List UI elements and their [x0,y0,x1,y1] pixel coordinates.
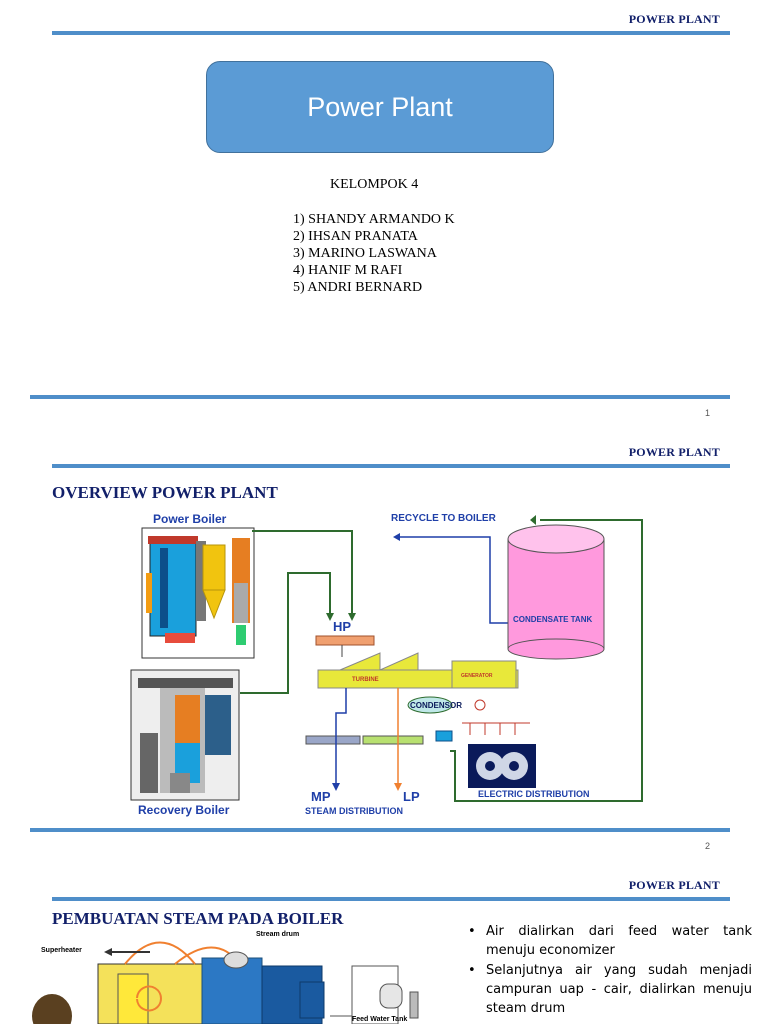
slide-header: POWER PLANT [628,878,720,892]
generator-image [468,744,536,788]
page-number: 2 [704,841,710,851]
section-title: PEMBUATAN STEAM PADA BOILER [52,909,344,928]
stream-drum-label: Stream drum [256,931,300,938]
recovery-boiler-label: Recovery Boiler [138,803,230,817]
hp-label: HP [333,619,352,634]
recycle-label: RECYCLE TO BOILER [391,513,496,524]
boiler-steam-diagram [32,941,419,1024]
feed-water-tank-drawing [330,965,419,1024]
lp-label: LP [403,789,420,804]
steam-distribution-label: STEAM DISTRIBUTION [305,806,403,816]
condensor-label: CONDENSOR [410,701,463,710]
title-box: Power Plant [206,61,554,153]
header-rule [52,464,730,468]
bullet-list: Air dialirkan dari feed water tank menuj… [466,922,752,1019]
member-item: 3) MARINO LASWANA [293,246,437,261]
slide-header: POWER PLANT [628,12,720,26]
superheater-label: Superheater [41,947,82,954]
header-rule [52,31,730,35]
footer-rule [30,828,730,832]
bullet-item: Air dialirkan dari feed water tank menuj… [466,922,752,960]
condensate-tank-shape [507,524,605,660]
mp-label: MP [311,789,331,804]
power-boiler-label: Power Boiler [153,512,227,526]
bullet-item: Selanjutnya air yang sudah menjadi campu… [466,961,752,1018]
electric-distribution-label: ELECTRIC DISTRIBUTION [478,789,590,799]
recovery-boiler-image [130,669,240,801]
member-item: 1) SHANDY ARMANDO K [293,212,455,227]
section-title: OVERVIEW POWER PLANT [52,483,278,502]
power-plant-diagram [130,515,643,802]
slide-header: POWER PLANT [628,445,720,459]
member-item: 2) IHSAN PRANATA [293,229,418,244]
member-list: 1) SHANDY ARMANDO K 2) IHSAN PRANATA 3) … [293,211,455,296]
member-item: 4) HANIF M RAFI [293,263,403,278]
page-number: 1 [704,408,710,418]
generator-label: GENERATOR [461,673,493,679]
member-item: 5) ANDRI BERNARD [293,280,423,295]
footer-rule [30,395,730,399]
boiler-drawing [32,941,325,1024]
turbine-label: TURBINE [352,677,379,683]
feed-water-tank-label: Feed Water Tank [352,1016,408,1023]
power-boiler-image [141,527,255,659]
slide-2: POWER PLANT OVERVIEW POWER PLANT [0,433,768,865]
condensate-tank-label: CONDENSATE TANK [513,615,593,624]
slide-1: POWER PLANT Power Plant KELOMPOK 4 1) SH… [0,0,768,432]
turbine-shape [317,652,519,689]
group-name: KELOMPOK 4 [330,177,419,192]
header-rule [52,897,730,901]
